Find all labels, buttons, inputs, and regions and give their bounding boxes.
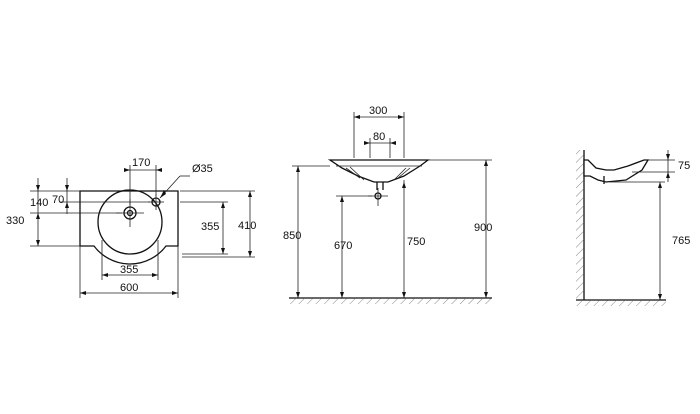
label-765: 765 [672, 235, 690, 247]
front-view: 300 80 850 670 750 900 [283, 105, 492, 304]
label-70: 70 [52, 194, 64, 206]
label-410: 410 [238, 220, 256, 232]
basin-front-profile [327, 159, 430, 183]
label-355-horizontal: 355 [120, 264, 138, 276]
basin-side-profile [583, 159, 650, 183]
label-300: 300 [369, 105, 387, 117]
label-75: 75 [678, 160, 690, 172]
label-850: 850 [283, 230, 301, 242]
label-900: 900 [474, 222, 492, 234]
label-330: 330 [6, 215, 24, 227]
label-140: 140 [30, 197, 48, 209]
basin-top-outline [79, 190, 179, 265]
label-600: 600 [120, 282, 138, 294]
label-170: 170 [132, 157, 150, 169]
label-dia35: Ø35 [192, 163, 213, 175]
top-view: 170 Ø35 70 140 330 355 410 355 600 [6, 157, 256, 298]
label-80: 80 [373, 131, 385, 143]
label-750: 750 [407, 236, 425, 248]
label-355-vertical: 355 [201, 221, 219, 233]
side-view: 75 765 [576, 150, 690, 306]
label-670: 670 [334, 240, 352, 252]
